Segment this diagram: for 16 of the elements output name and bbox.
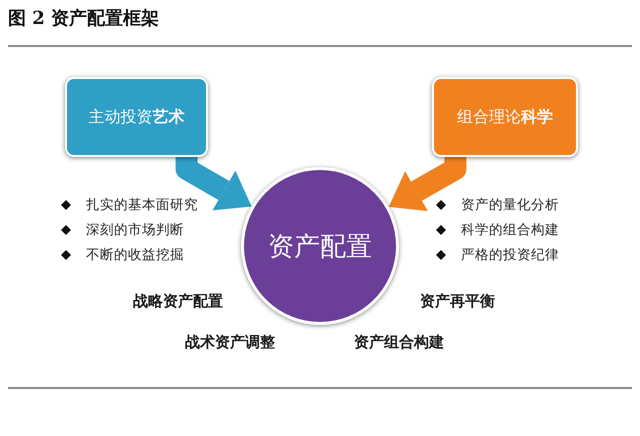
figure-title: 图 2 资产配置框架: [8, 7, 160, 30]
feature-label: 资产再平衡: [420, 292, 495, 311]
feature-label: 战略资产配置: [133, 292, 223, 311]
bullet-text: 科学的组合构建: [461, 221, 559, 239]
bullet-text: 资产的量化分析: [461, 196, 559, 214]
box-label: 主动投资艺术: [88, 106, 184, 128]
bullet-text: 严格的投资纪律: [461, 246, 559, 264]
box-label: 组合理论科学: [457, 106, 553, 128]
feature-label: 资产组合构建: [354, 333, 444, 352]
bullet-text: 不断的收益挖掘: [86, 246, 184, 264]
heading-box: [65, 77, 208, 157]
bullet-text: 扎实的基本面研究: [86, 196, 198, 214]
heading-box: [432, 77, 578, 157]
feature-label: 战术资产调整: [185, 333, 275, 352]
bullet-text: 深刻的市场判断: [86, 221, 184, 239]
circle-label: 资产配置: [268, 230, 372, 264]
